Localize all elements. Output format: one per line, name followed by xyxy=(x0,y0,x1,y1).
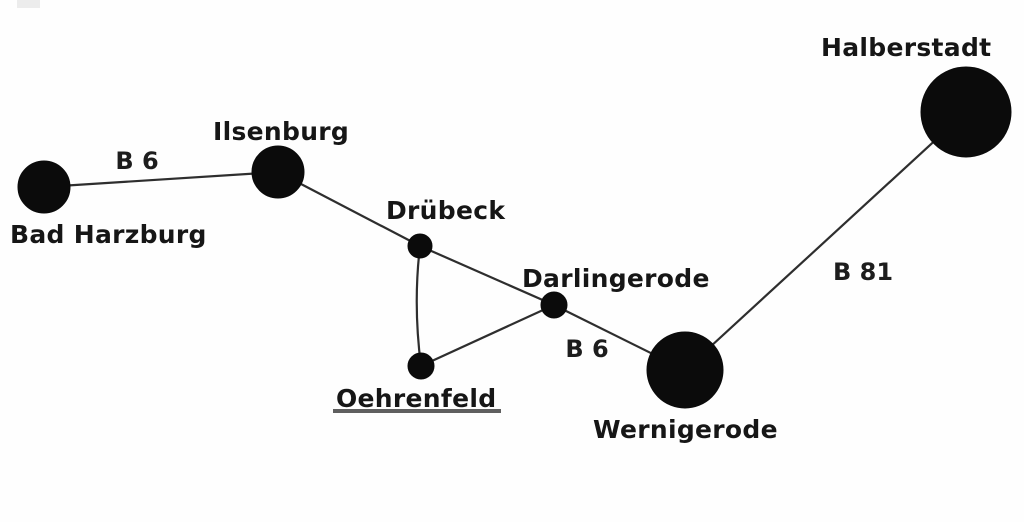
node-label-druebeck: Drübeck xyxy=(386,196,506,225)
road-ilsenburg-druebeck xyxy=(277,171,421,247)
node-label-bad-harzburg: Bad Harzburg xyxy=(10,220,207,249)
node-wernigerode xyxy=(646,331,724,409)
node-halberstadt xyxy=(920,66,1012,158)
road-oehrenfeld-darlingerode xyxy=(420,304,555,367)
road-wernigerode-halberstadt xyxy=(684,111,967,371)
node-label-halberstadt: Halberstadt xyxy=(821,33,991,62)
node-druebeck xyxy=(407,233,433,259)
node-label-underline-oehrenfeld xyxy=(333,409,501,413)
node-bad-harzburg xyxy=(17,160,71,214)
node-label-darlingerode: Darlingerode xyxy=(522,264,710,293)
node-label-ilsenburg: Ilsenburg xyxy=(213,117,349,146)
node-darlingerode xyxy=(540,291,568,319)
road-druebeck-oehrenfeld xyxy=(415,245,423,367)
road-druebeck-darlingerode xyxy=(419,244,555,307)
road-label-darlingerode-wernigerode: B 6 xyxy=(565,335,608,363)
road-label-bad-harzburg-ilsenburg: B 6 xyxy=(115,147,158,175)
road-label-wernigerode-halberstadt: B 81 xyxy=(833,258,893,286)
node-oehrenfeld xyxy=(407,352,435,380)
node-label-wernigerode: Wernigerode xyxy=(593,415,778,444)
node-ilsenburg xyxy=(251,145,305,199)
node-label-oehrenfeld: Oehrenfeld xyxy=(336,384,496,413)
stray-mark xyxy=(17,0,40,8)
road-bad-harzburg-ilsenburg xyxy=(43,170,279,189)
